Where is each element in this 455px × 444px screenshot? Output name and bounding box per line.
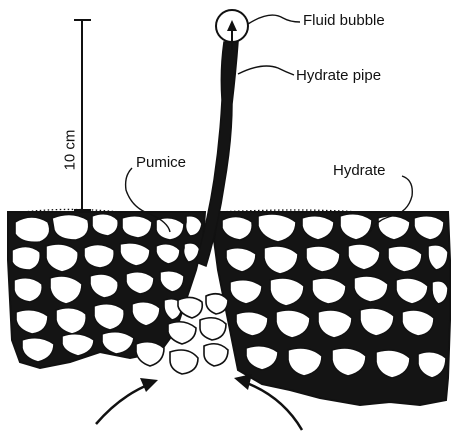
hydrate-pipe-label: Hydrate pipe [296, 68, 381, 83]
hydrate-label: Hydrate [333, 163, 386, 178]
scale-label: 10 cm [63, 130, 78, 171]
pumice-label: Pumice [136, 155, 186, 170]
scale-bar [74, 20, 91, 210]
leader-lines [126, 15, 413, 232]
fluid-bubble-label: Fluid bubble [303, 13, 385, 28]
